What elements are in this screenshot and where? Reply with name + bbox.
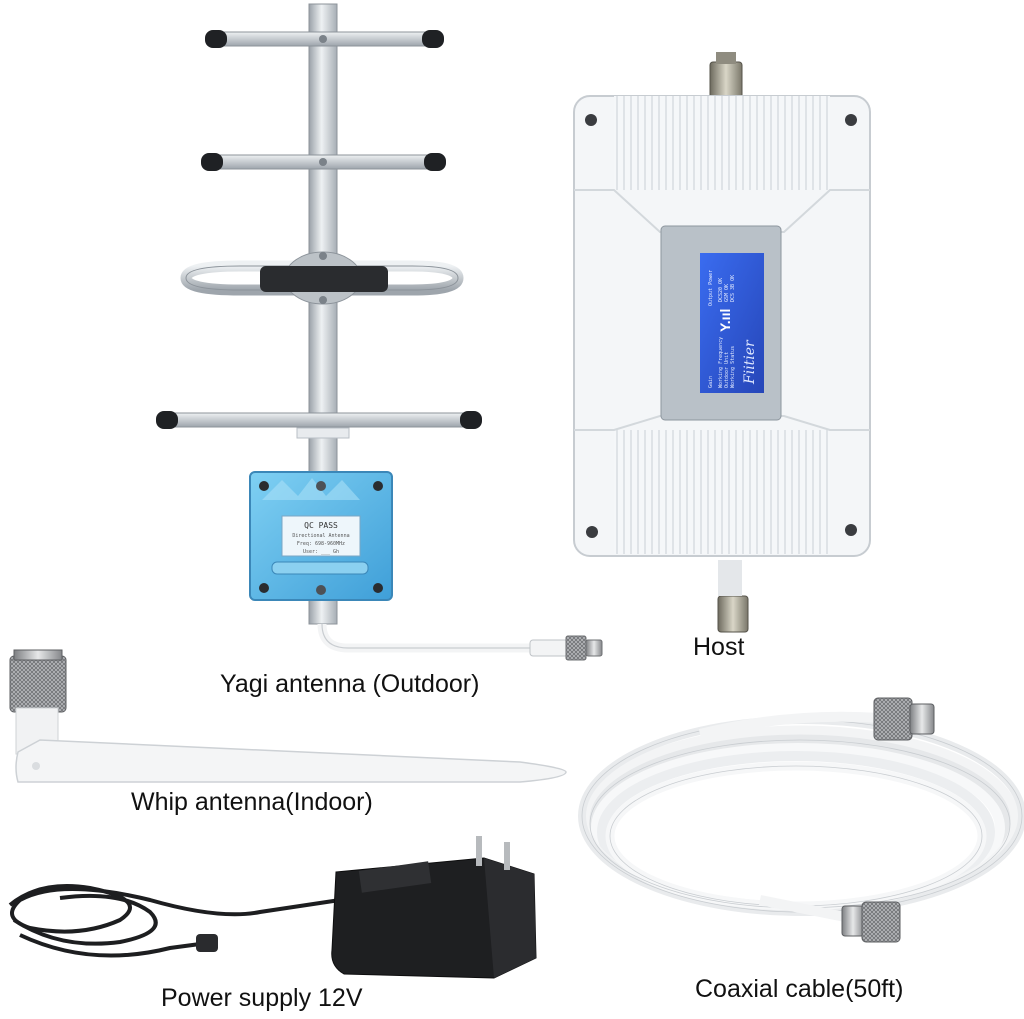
lcd-line-2: Gain bbox=[708, 376, 714, 388]
lcd-line-3: Working Frequency bbox=[718, 337, 724, 388]
lcd-brand: Fiitier bbox=[742, 339, 758, 385]
yagi-label-line3: User: ___ Gh bbox=[303, 549, 339, 555]
lcd-status-2: GSM OK bbox=[724, 284, 730, 302]
yagi-label-qc: QC PASS bbox=[304, 521, 338, 530]
lcd-line-1: Output Power bbox=[708, 270, 714, 306]
lcd-line-4: Outdoor Unit bbox=[724, 352, 730, 388]
lcd-status-3: DCS 3B OK bbox=[730, 275, 736, 302]
power-supply bbox=[8, 836, 537, 979]
coaxial-cable bbox=[578, 697, 1024, 943]
host-booster: Fiitier Y.ııl Output Power Gain Working … bbox=[573, 52, 871, 633]
caption-whip-antenna: Whip antenna(Indoor) bbox=[131, 788, 373, 816]
caption-host: Host bbox=[693, 633, 745, 661]
lcd-signal-icon: Y.ııl bbox=[717, 309, 733, 332]
caption-power-supply: Power supply 12V bbox=[161, 984, 363, 1012]
yagi-antenna: QC PASS Directional Antenna Freq: 698-96… bbox=[156, 3, 603, 661]
caption-coaxial-cable: Coaxial cable(50ft) bbox=[695, 975, 904, 1003]
lcd-line-5: Working Status bbox=[730, 346, 736, 388]
lcd-status-1: DCS20 OK bbox=[718, 278, 724, 302]
yagi-label-line1: Directional Antenna bbox=[292, 533, 349, 539]
whip-antenna bbox=[9, 649, 567, 783]
caption-yagi-antenna: Yagi antenna (Outdoor) bbox=[220, 670, 480, 698]
yagi-label-line2: Freq: 698-960MHz bbox=[297, 541, 345, 547]
